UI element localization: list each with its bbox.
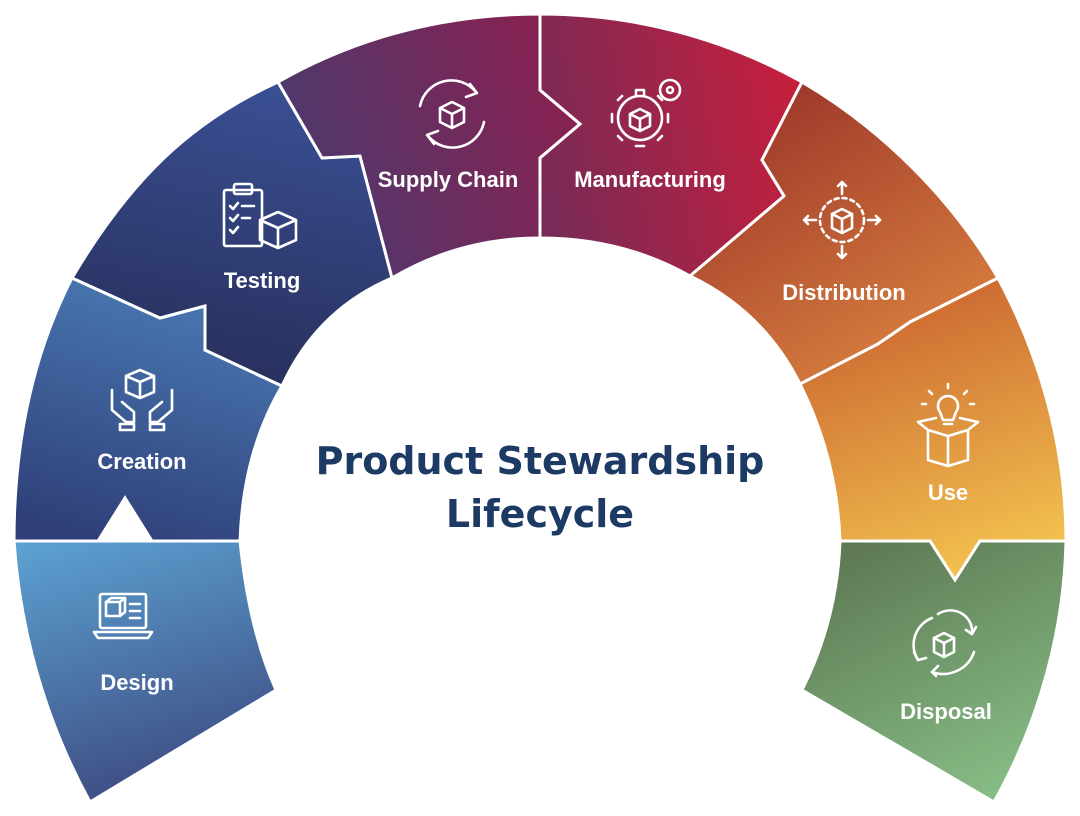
label-testing: Testing [224, 268, 301, 293]
clipboard-box-icon [222, 182, 298, 250]
gears-box-icon [610, 78, 682, 148]
label-disposal: Disposal [900, 699, 992, 724]
label-distribution: Distribution [782, 280, 905, 305]
label-use: Use [928, 480, 968, 505]
box-arrows-icon [802, 180, 882, 260]
hands-box-icon [110, 368, 174, 432]
box-lightbulb-icon [916, 382, 980, 468]
label-supply-chain: Supply Chain [378, 167, 519, 192]
label-creation: Creation [97, 449, 186, 474]
recycle-box-icon [912, 609, 978, 678]
laptop-box-icon [92, 592, 154, 640]
title-line-2: Lifecycle [446, 492, 634, 536]
label-manufacturing: Manufacturing [574, 167, 726, 192]
cycle-box-icon [418, 79, 486, 149]
segment-design [12, 539, 278, 805]
title-line-1: Product Stewardship [316, 439, 765, 483]
label-design: Design [100, 670, 173, 695]
